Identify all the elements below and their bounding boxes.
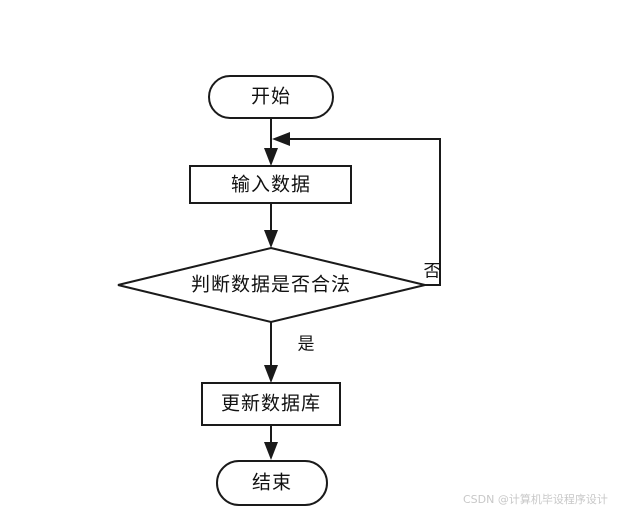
- edge-decision-input-path: [284, 138, 441, 286]
- edge-start-input-arrowhead: [264, 148, 278, 166]
- csdn-watermark: CSDN @计算机毕设程序设计: [463, 493, 608, 506]
- edge-label-no: 否: [423, 261, 441, 282]
- node-input-label: 输入数据: [230, 173, 312, 196]
- edge-decision-input-arrowhead: [272, 132, 290, 146]
- edge-input-decision-arrowhead: [264, 230, 278, 248]
- node-input-shape[interactable]: [189, 165, 352, 204]
- edge-label-yes: 是: [297, 334, 315, 355]
- node-decision-label: 判断数据是否合法: [190, 273, 352, 296]
- node-start-label: 开始: [250, 85, 292, 108]
- node-end-shape[interactable]: [216, 460, 328, 506]
- node-end-label: 结束: [251, 471, 293, 494]
- edge-update-end-arrowhead: [264, 442, 278, 460]
- node-update-label: 更新数据库: [220, 392, 322, 415]
- edge-decision-update-arrowhead: [264, 365, 278, 383]
